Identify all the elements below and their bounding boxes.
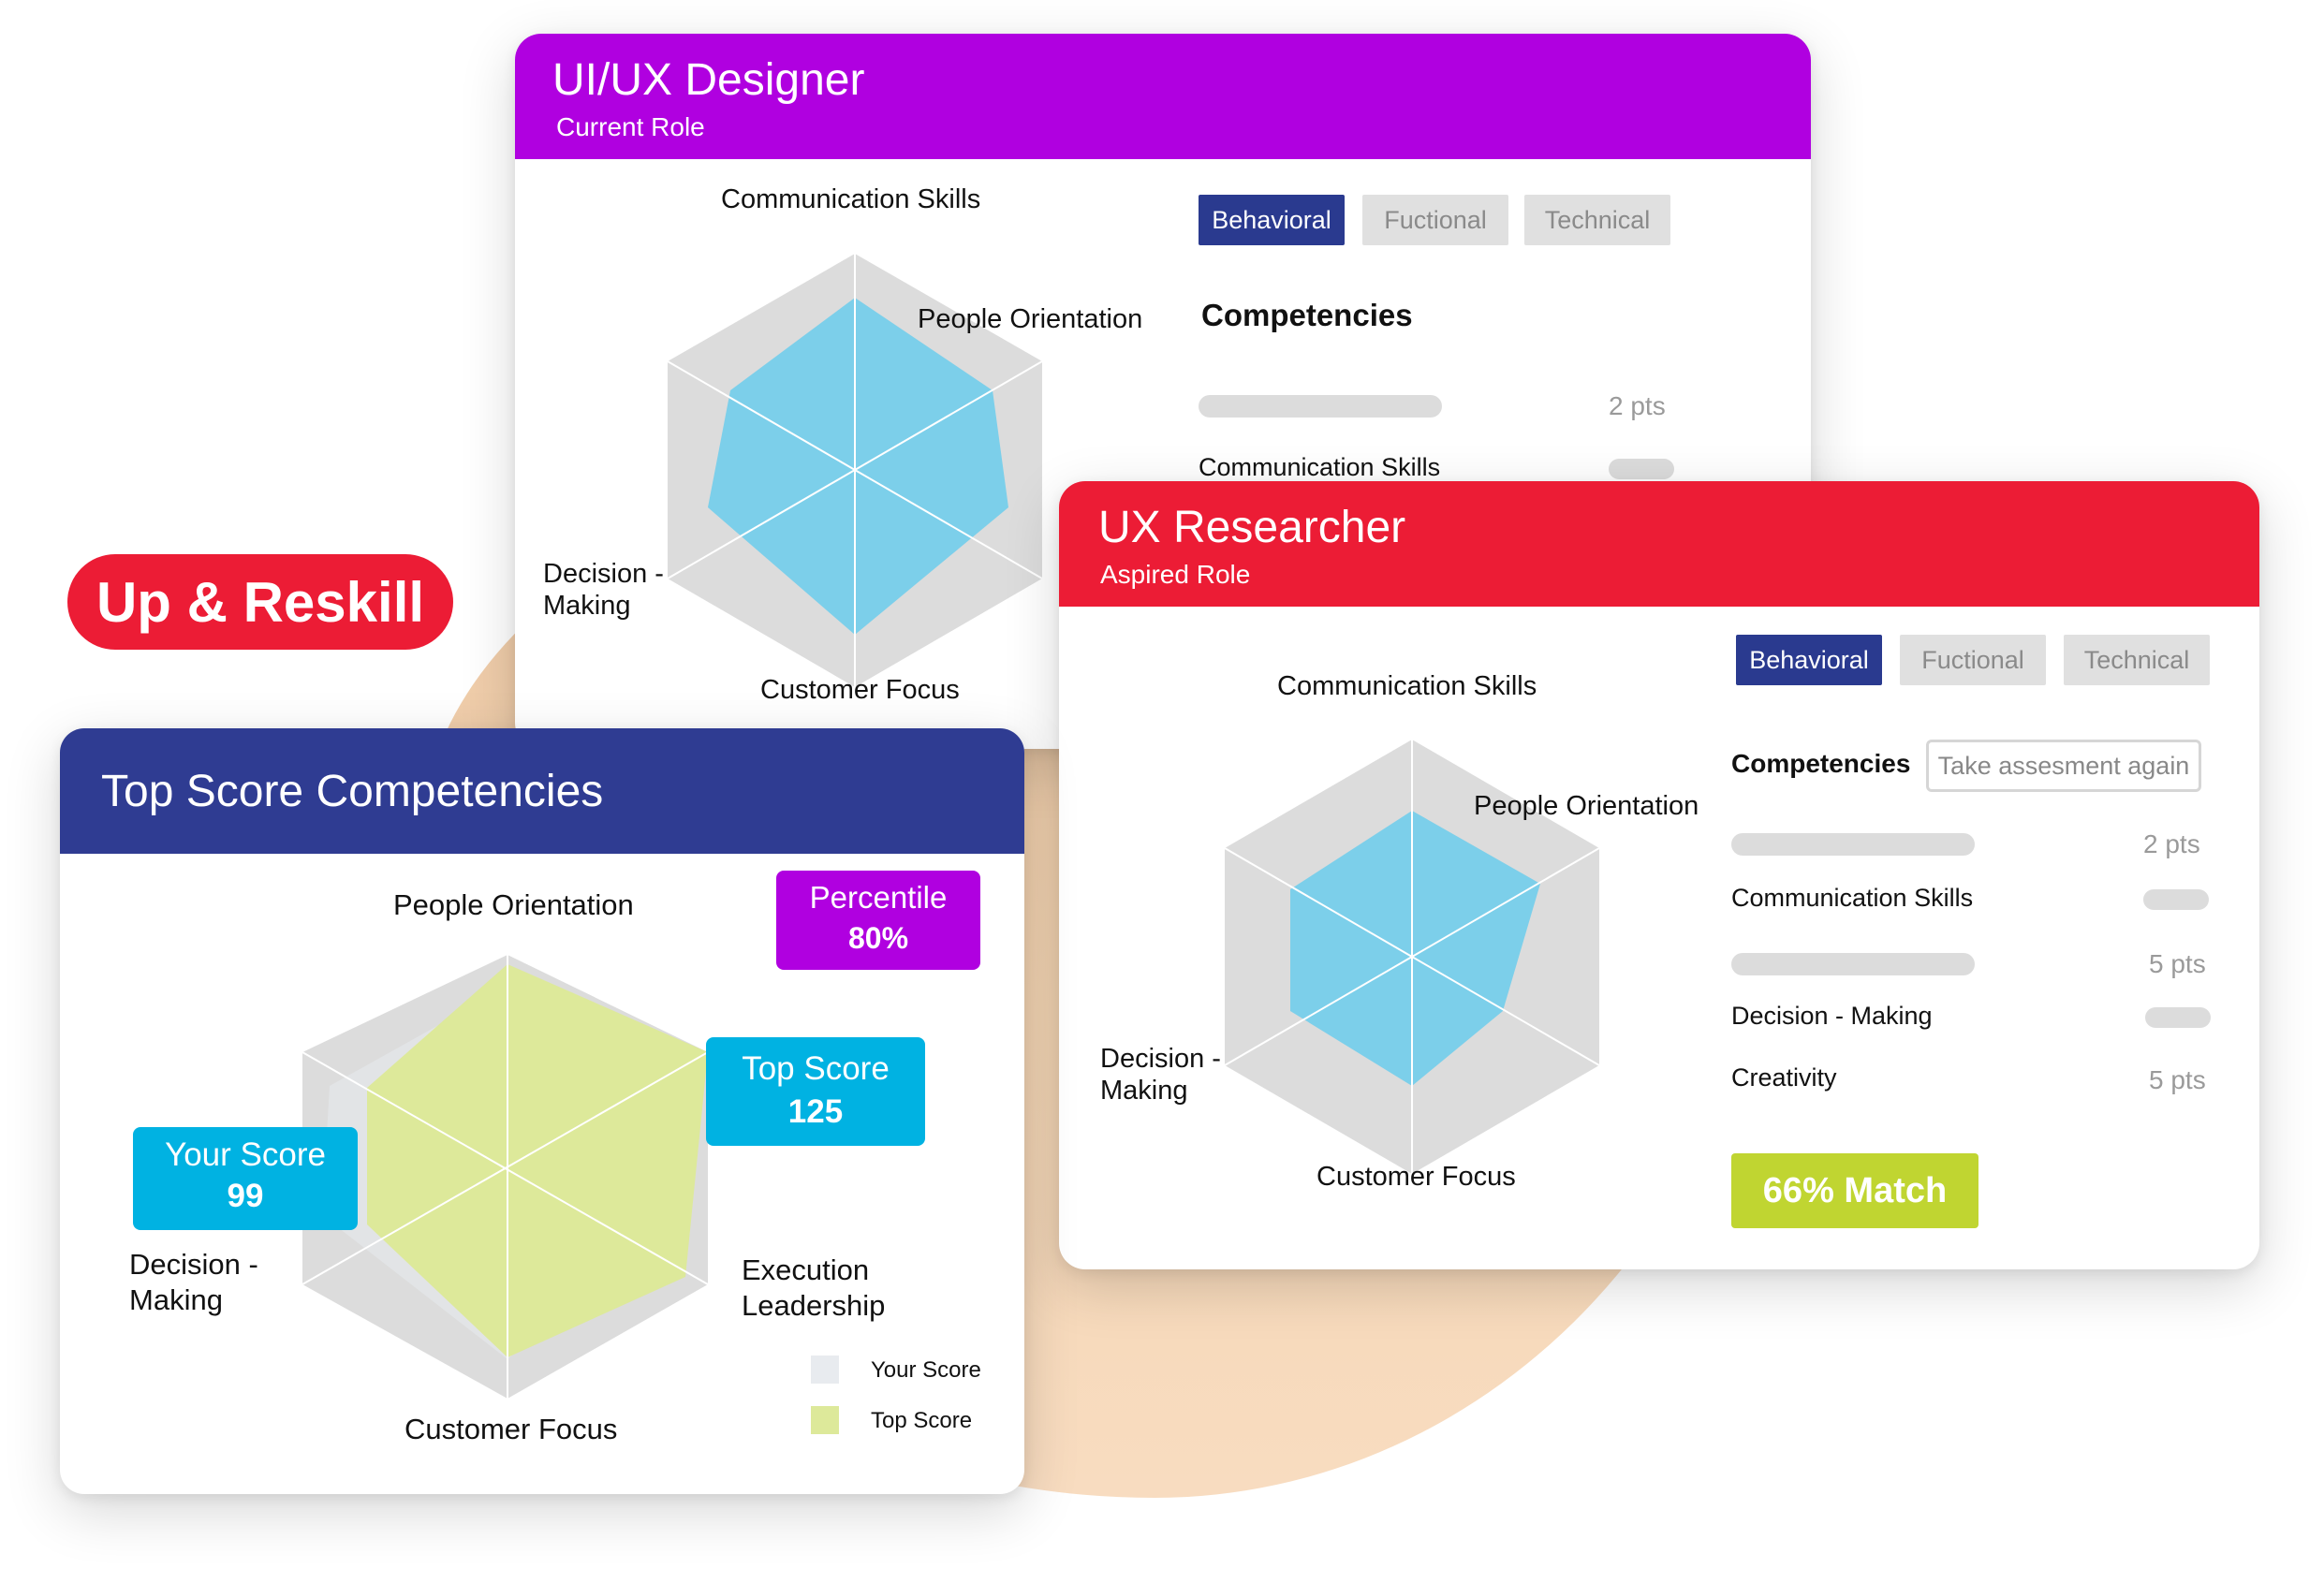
competency-label: Creativity: [1731, 1063, 1837, 1092]
current-role-radar: [667, 254, 1043, 687]
radar-label-decision-2: Making: [1100, 1076, 1188, 1106]
radar-label-communication: Communication Skills: [1277, 671, 1537, 701]
competency-points: 5 pts: [2149, 949, 2206, 978]
current-role-header: UI/UX Designer Current Role: [515, 34, 1811, 159]
tab-functional[interactable]: Fuctional: [1900, 635, 2046, 685]
competency-pill: [2143, 889, 2209, 910]
radar-label-decision-1: Decision -: [1100, 1044, 1221, 1074]
tab-behavioral[interactable]: Behavioral: [1199, 195, 1345, 245]
top-score-label: Top Score: [742, 1050, 890, 1087]
radar-score-area: [1290, 811, 1540, 1086]
top-score-badge: Top Score 125: [706, 1037, 925, 1146]
competency-label: Communication Skills: [1731, 884, 1974, 912]
top-score-header: Top Score Competencies: [60, 728, 1024, 854]
aspired-role-subtitle: Aspired Role: [1100, 560, 1251, 589]
top-score-title: Top Score Competencies: [101, 767, 604, 816]
radar-label-decision-1: Decision -: [543, 559, 664, 589]
current-role-subtitle: Current Role: [556, 112, 705, 141]
your-score-value: 99: [227, 1178, 264, 1214]
percentile-value: 80%: [847, 921, 909, 955]
aspired-role-radar: [1224, 740, 1600, 1174]
your-score-label: Your Score: [165, 1136, 326, 1173]
aspired-role-title: UX Researcher: [1098, 503, 1406, 552]
legend-swatch-top-score: [811, 1406, 839, 1434]
aspired-role-header: UX Researcher Aspired Role: [1059, 481, 2259, 607]
legend-swatch-your-score: [811, 1356, 839, 1384]
competency-points: 2 pts: [1609, 391, 1666, 420]
radar-label-customer-focus: Customer Focus: [404, 1413, 618, 1445]
legend-label-top-score: Top Score: [871, 1408, 973, 1433]
radar-label-people-orientation: People Orientation: [393, 888, 634, 921]
competency-bar: [1731, 953, 1975, 975]
radar-label-customer-focus: Customer Focus: [1316, 1162, 1516, 1192]
competencies-heading: Competencies: [1201, 298, 1413, 332]
radar-label-decision-2: Making: [543, 591, 631, 621]
badge-label: Up & Reskill: [96, 570, 425, 634]
radar-score-area: [708, 298, 1008, 635]
top-score-area: [367, 964, 708, 1357]
competency-points: 5 pts: [2149, 1065, 2206, 1094]
percentile-badge: Percentile 80%: [776, 871, 980, 970]
radar-label-execution-2: Leadership: [742, 1289, 886, 1322]
competency-bar: [1731, 833, 1975, 856]
tab-functional[interactable]: Fuctional: [1362, 195, 1508, 245]
radar-label-people-orientation: People Orientation: [918, 304, 1143, 334]
radar-label-decision-2: Making: [129, 1283, 223, 1316]
top-score-radar: [302, 955, 709, 1399]
current-role-title: UI/UX Designer: [552, 55, 865, 105]
radar-label-execution-1: Execution: [742, 1253, 870, 1286]
tab-behavioral[interactable]: Behavioral: [1736, 635, 1882, 685]
radar-label-customer-focus: Customer Focus: [760, 675, 960, 705]
your-score-badge: Your Score 99: [133, 1127, 358, 1230]
radar-label-communication: Communication Skills: [721, 184, 981, 214]
competency-label: Communication Skills: [1199, 453, 1441, 481]
up-reskill-badge: Up & Reskill: [67, 554, 453, 650]
radar-label-decision-1: Decision -: [129, 1248, 258, 1281]
tab-technical[interactable]: Technical: [1524, 195, 1670, 245]
legend-label-your-score: Your Score: [871, 1357, 981, 1383]
competency-label: Decision - Making: [1731, 1002, 1933, 1030]
competency-points: 2 pts: [2143, 829, 2200, 858]
take-assessment-again-button[interactable]: Take assesment again: [1926, 740, 2201, 792]
current-role-card: UI/UX Designer Current Role Communicatio…: [515, 34, 1811, 749]
radar-label-people-orientation: People Orientation: [1474, 791, 1699, 821]
competency-pill: [2145, 1007, 2211, 1028]
tab-technical[interactable]: Technical: [2064, 635, 2210, 685]
percentile-label: Percentile: [809, 880, 948, 915]
competency-bar: [1199, 395, 1442, 418]
competencies-heading: Competencies: [1731, 749, 1911, 778]
aspired-role-card: UX Researcher Aspired Role Communication…: [1059, 481, 2259, 1269]
competency-pill: [1609, 459, 1674, 479]
top-score-value: 125: [787, 1093, 844, 1130]
top-score-card: Top Score Competencies People Orientatio…: [60, 728, 1024, 1494]
match-badge: 66% Match: [1731, 1153, 1978, 1228]
match-value: 66% Match: [1762, 1170, 1948, 1210]
